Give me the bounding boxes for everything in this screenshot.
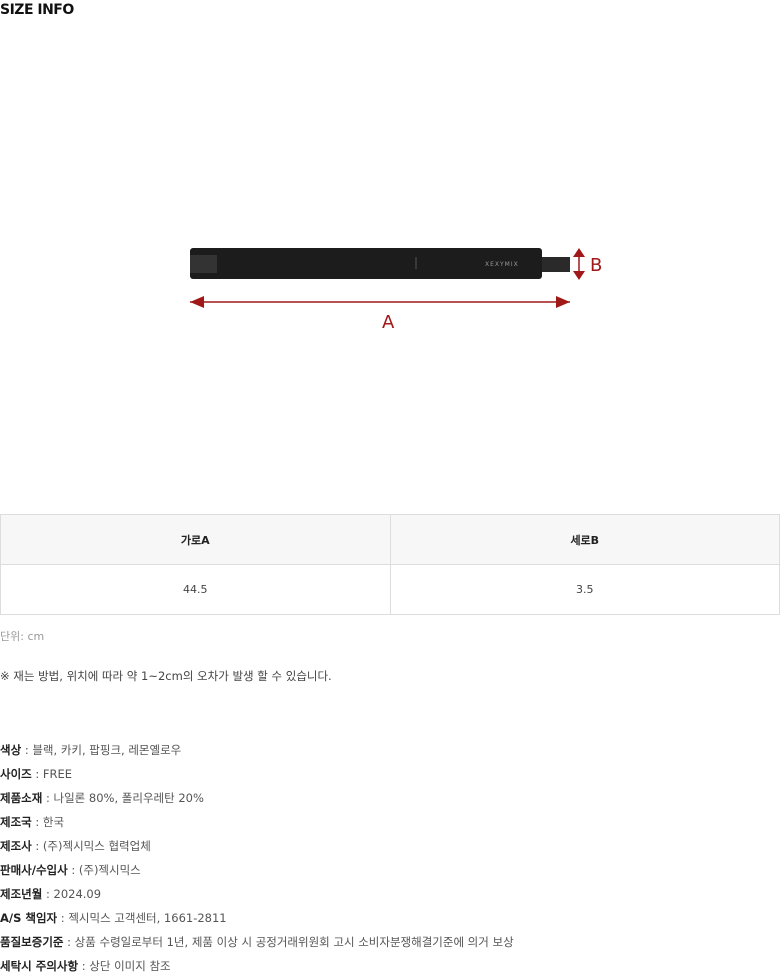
info-row: A/S 책임자 : 젝시믹스 고객센터, 1661-2811: [0, 908, 514, 932]
info-key: 품질보증기준: [0, 935, 64, 949]
label-a: A: [382, 312, 395, 333]
info-value: : 상품 수령일로부터 1년, 제품 이상 시 공정거래위원회 고시 소비자분쟁…: [63, 935, 514, 949]
info-row: 색상 : 블랙, 카키, 팝핑크, 레몬옐로우: [0, 740, 514, 764]
header-height: 세로B: [389, 514, 780, 565]
product-size-diagram: XEXYMIX A B: [190, 248, 602, 333]
info-key: 사이즈: [0, 767, 32, 781]
label-b: B: [590, 255, 602, 276]
info-key: 제조국: [0, 815, 32, 829]
value-height: 3.5: [389, 564, 780, 615]
info-key: 제품소재: [0, 791, 43, 805]
info-key: A/S 책임자: [0, 911, 58, 925]
info-value: : (주)젝시믹스: [67, 863, 141, 877]
info-key: 색상: [0, 743, 22, 757]
info-key: 제조년월: [0, 887, 43, 901]
info-row: 제조국 : 한국: [0, 812, 514, 836]
info-row: 제품소재 : 나일론 80%, 폴리우레탄 20%: [0, 788, 514, 812]
info-value: : 블랙, 카키, 팝핑크, 레몬옐로우: [21, 743, 182, 757]
band-image: [190, 248, 542, 279]
product-info-list: 색상 : 블랙, 카키, 팝핑크, 레몬옐로우 사이즈 : FREE 제품소재 …: [0, 740, 514, 980]
info-value: : 젝시믹스 고객센터, 1661-2811: [57, 911, 227, 925]
unit-label: 단위: cm: [0, 630, 45, 643]
page-title: SIZE INFO: [0, 2, 74, 18]
info-value: : 나일론 80%, 폴리우레탄 20%: [42, 791, 204, 805]
brand-logo: XEXYMIX: [485, 261, 519, 268]
info-row: 세탁시 주의사항 : 상단 이미지 참조: [0, 956, 514, 980]
info-value: : 한국: [31, 815, 65, 829]
info-value: : (주)젝시믹스 협력업체: [31, 839, 151, 853]
info-row: 품질보증기준 : 상품 수령일로부터 1년, 제품 이상 시 공정거래위원회 고…: [0, 932, 514, 956]
info-key: 제조사: [0, 839, 32, 853]
info-key: 판매사/수입사: [0, 863, 68, 877]
info-key: 세탁시 주의사항: [0, 959, 79, 973]
info-value: : FREE: [31, 767, 73, 781]
info-row: 제조년월 : 2024.09: [0, 884, 514, 908]
info-value: : 상단 이미지 참조: [78, 959, 171, 973]
info-row: 판매사/수입사 : (주)젝시믹스: [0, 860, 514, 884]
info-value: : 2024.09: [42, 887, 102, 901]
value-width: 44.5: [0, 564, 391, 615]
header-width: 가로A: [0, 514, 391, 565]
measurement-note: ※ 재는 방법, 위치에 따라 약 1~2cm의 오차가 발생 할 수 있습니다…: [0, 669, 332, 683]
info-row: 제조사 : (주)젝시믹스 협력업체: [0, 836, 514, 860]
info-row: 사이즈 : FREE: [0, 764, 514, 788]
